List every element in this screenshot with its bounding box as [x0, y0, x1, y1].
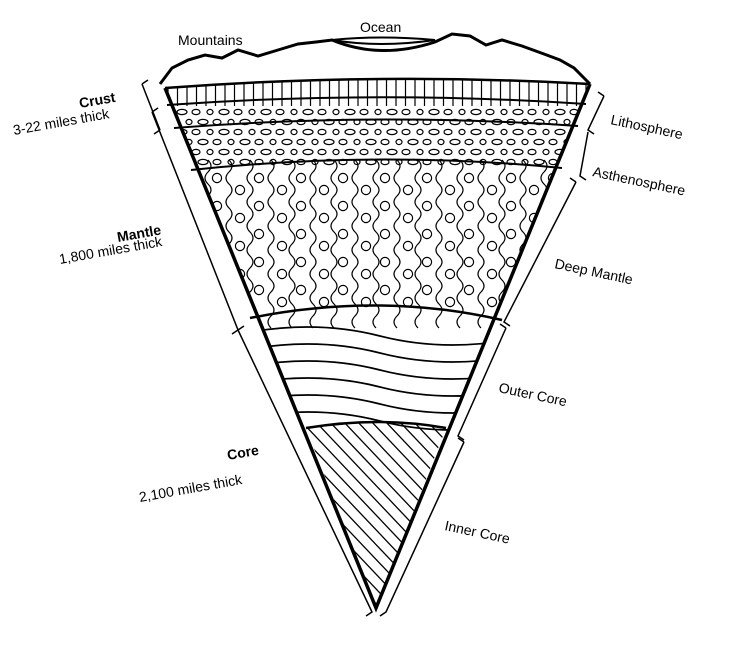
core-bracket: [238, 326, 372, 616]
asthenosphere-bracket: [580, 132, 588, 180]
core-title: Core: [226, 442, 260, 463]
core-thickness: 2,100 miles thick: [138, 471, 244, 505]
ocean-label: Ocean: [360, 19, 401, 35]
layer-boundaries: [167, 97, 586, 428]
mantle-bracket: [152, 108, 238, 334]
ocean-basin: [332, 38, 435, 45]
inner-core-layer: [20, 420, 718, 610]
mantle-layer: [205, 160, 558, 328]
lithosphere-layer: [165, 109, 591, 164]
mantle-thickness: 1,800 miles thick: [58, 233, 164, 267]
wedge-interior: [165, 80, 591, 430]
mountains-label: Mountains: [178, 32, 243, 48]
outer-core-label: Outer Core: [497, 379, 568, 409]
asthenosphere-label: Asthenosphere: [591, 163, 687, 198]
outer-core-bracket: [458, 324, 506, 440]
crust-thickness: 3-22 miles thick: [12, 105, 112, 138]
lithosphere-bracket: [588, 92, 604, 134]
inner-core-label: Inner Core: [443, 517, 511, 546]
deep-mantle-bracket: [504, 178, 576, 326]
lithosphere-label: Lithosphere: [609, 111, 684, 142]
deep-mantle-label: Deep Mantle: [553, 255, 634, 287]
